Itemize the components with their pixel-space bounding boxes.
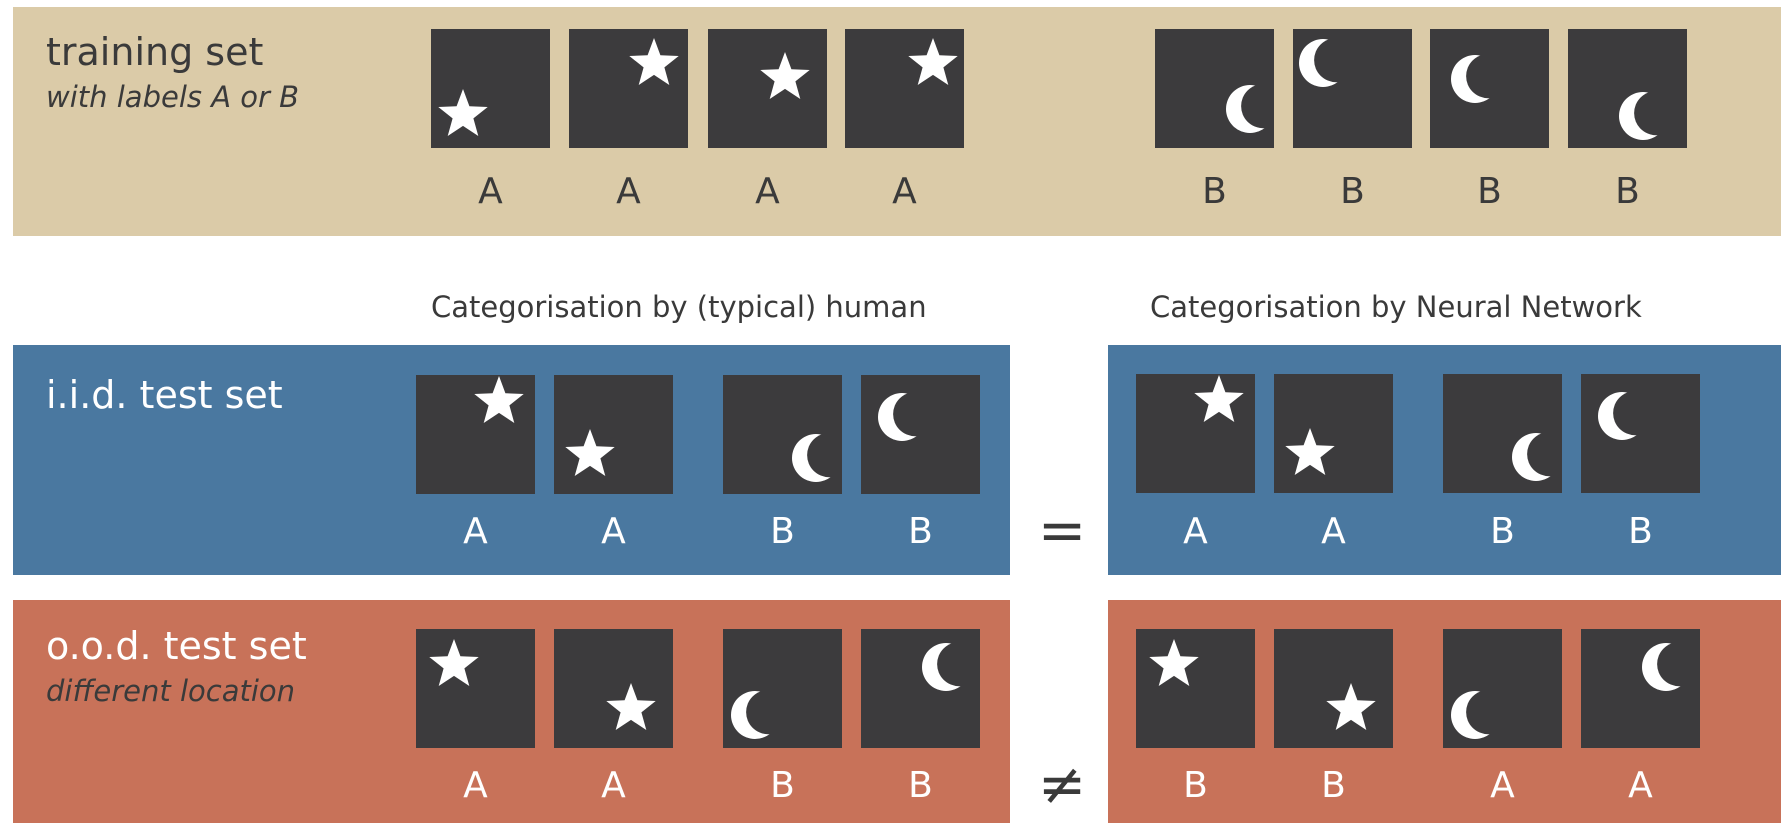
tile-class-label: B xyxy=(1340,171,1365,212)
crescent-moon-icon xyxy=(1155,29,1274,148)
image-tile xyxy=(1430,29,1549,148)
tile-class-label: A xyxy=(1490,765,1515,806)
image-tile xyxy=(1443,374,1562,493)
image-tile xyxy=(431,29,550,148)
tile-class-label: B xyxy=(1490,511,1515,552)
crescent-moon-icon xyxy=(1443,629,1562,748)
tile-class-label: B xyxy=(1615,171,1640,212)
crescent-moon-icon xyxy=(1430,29,1549,148)
star-icon xyxy=(565,429,615,476)
tile-class-label: A xyxy=(1628,765,1653,806)
crescent-moon-icon xyxy=(1581,374,1700,493)
crescent-moon-icon xyxy=(1581,629,1700,748)
star-icon xyxy=(1149,639,1199,686)
tile-class-label: A xyxy=(616,171,641,212)
tile-class-label: B xyxy=(770,765,795,806)
star-icon xyxy=(429,639,479,686)
network-categorisation-header: Categorisation by Neural Network xyxy=(1150,290,1642,324)
tile-class-label: B xyxy=(908,765,933,806)
image-tile xyxy=(554,375,673,494)
training-set-subtitle: with labels A or B xyxy=(46,80,300,114)
tile-class-label: B xyxy=(1202,171,1227,212)
crescent-moon-icon xyxy=(1568,29,1687,148)
tile-class-label: B xyxy=(908,511,933,552)
crescent-moon-icon xyxy=(861,375,980,494)
tile-class-label: A xyxy=(1321,511,1346,552)
image-tile xyxy=(1136,629,1255,748)
star-icon xyxy=(908,38,958,85)
tile-class-label: B xyxy=(1477,171,1502,212)
image-tile xyxy=(861,629,980,748)
crescent-moon-icon xyxy=(723,629,842,748)
image-tile xyxy=(1293,29,1412,148)
tile-class-label: A xyxy=(478,171,503,212)
image-tile xyxy=(1581,629,1700,748)
star-icon xyxy=(629,38,679,85)
tile-class-label: A xyxy=(892,171,917,212)
tile-class-label: A xyxy=(463,511,488,552)
image-tile xyxy=(1568,29,1687,148)
crescent-moon-icon xyxy=(1293,29,1412,148)
tile-class-label: B xyxy=(1628,511,1653,552)
tile-class-label: B xyxy=(1183,765,1208,806)
tile-class-label: A xyxy=(601,765,626,806)
star-icon xyxy=(1326,683,1376,730)
image-tile xyxy=(1274,374,1393,493)
tile-class-label: A xyxy=(755,171,780,212)
ood-test-set-title: o.o.d. test set xyxy=(46,624,307,668)
image-tile xyxy=(1274,629,1393,748)
image-tile xyxy=(723,629,842,748)
image-tile xyxy=(569,29,688,148)
image-tile xyxy=(1443,629,1562,748)
tile-class-label: A xyxy=(1183,511,1208,552)
human-categorisation-header: Categorisation by (typical) human xyxy=(431,290,927,324)
image-tile xyxy=(416,375,535,494)
star-icon xyxy=(760,52,810,99)
ood-not-equal-sign: ≠ xyxy=(1037,750,1087,818)
tile-class-label: B xyxy=(770,511,795,552)
star-icon xyxy=(1194,375,1244,422)
training-set-title: training set xyxy=(46,30,264,74)
image-tile xyxy=(1155,29,1274,148)
iid-test-set-title: i.i.d. test set xyxy=(46,373,283,417)
image-tile xyxy=(1136,374,1255,493)
image-tile xyxy=(708,29,827,148)
crescent-moon-icon xyxy=(1443,374,1562,493)
image-tile xyxy=(861,375,980,494)
ood-test-set-subtitle: different location xyxy=(46,674,296,708)
crescent-moon-icon xyxy=(723,375,842,494)
image-tile xyxy=(416,629,535,748)
crescent-moon-icon xyxy=(861,629,980,748)
tile-class-label: B xyxy=(1321,765,1346,806)
iid-equals-sign: = xyxy=(1037,496,1087,564)
image-tile xyxy=(1581,374,1700,493)
star-icon xyxy=(606,683,656,730)
image-tile xyxy=(845,29,964,148)
image-tile xyxy=(723,375,842,494)
star-icon xyxy=(1285,428,1335,475)
star-icon xyxy=(474,376,524,423)
image-tile xyxy=(554,629,673,748)
tile-class-label: A xyxy=(463,765,488,806)
tile-class-label: A xyxy=(601,511,626,552)
star-icon xyxy=(438,89,488,136)
